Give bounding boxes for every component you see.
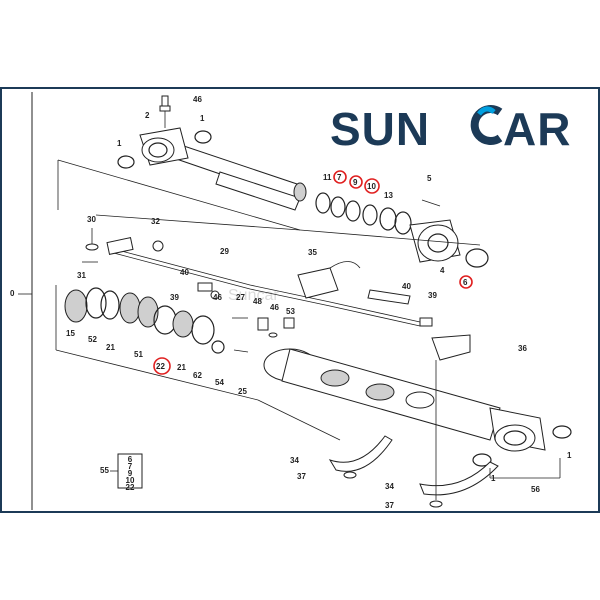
callout-46-top: 46 xyxy=(193,95,202,104)
highlight-22 xyxy=(153,357,171,375)
callout-55: 55 xyxy=(100,466,109,475)
logo-c-icon xyxy=(470,105,503,145)
callout-11: 11 xyxy=(323,173,332,182)
callout-37-left: 37 xyxy=(297,472,306,481)
callout-21-right: 21 xyxy=(177,363,186,372)
highlight-6 xyxy=(459,275,473,289)
seal-kit-top xyxy=(315,192,489,268)
callout-40-right: 40 xyxy=(402,282,411,291)
suncar-logo: SUN AR xyxy=(330,103,571,155)
callout-10: 10 xyxy=(367,182,376,191)
kit-box-item-3: 9 xyxy=(128,469,133,478)
callout-15: 15 xyxy=(66,329,75,338)
callout-25: 25 xyxy=(238,387,247,396)
callout-22: 22 xyxy=(156,362,165,371)
callout-29: 29 xyxy=(220,247,229,256)
watermark: Suncar xyxy=(228,287,279,304)
logo-text-right: AR xyxy=(503,103,571,155)
callout-51: 51 xyxy=(134,350,143,359)
logo-text-left: SUN xyxy=(330,103,430,155)
mounting-bolts xyxy=(82,228,220,300)
callout-37-right: 37 xyxy=(385,501,394,510)
callout-30: 30 xyxy=(87,215,96,224)
seal-kit-box: 6 7 9 10 22 xyxy=(110,453,143,492)
callout-2: 2 xyxy=(145,111,150,120)
kit-box-item-5: 22 xyxy=(126,483,135,492)
callout-labels: 46 2 1 1 11 7 9 10 13 5 4 6 30 32 29 35 … xyxy=(66,95,572,510)
highlighted-parts xyxy=(153,170,473,375)
callout-31: 31 xyxy=(77,271,86,280)
piston-seal-set xyxy=(64,287,295,354)
callout-1-top-right: 1 xyxy=(200,114,205,123)
callout-21-left: 21 xyxy=(106,343,115,352)
callout-40-left: 40 xyxy=(180,268,189,277)
callout-62: 62 xyxy=(193,371,202,380)
callout-34-left: 34 xyxy=(290,456,299,465)
callout-56: 56 xyxy=(531,485,540,494)
callout-39-right: 39 xyxy=(428,291,437,300)
callout-46-mid: 46 xyxy=(213,293,222,302)
callout-1-top-left: 1 xyxy=(117,139,122,148)
callout-34-right: 34 xyxy=(385,482,394,491)
kit-box-item-4: 10 xyxy=(126,476,135,485)
outer-frame xyxy=(0,87,600,513)
assembly-label: 0 xyxy=(10,289,15,298)
cylinder-tube xyxy=(263,348,572,508)
callout-53: 53 xyxy=(286,307,295,316)
kit-box-item-1: 6 xyxy=(128,455,133,464)
callout-4: 4 xyxy=(440,266,445,275)
callout-48: 48 xyxy=(253,297,262,306)
callout-46-pin: 46 xyxy=(270,303,279,312)
callout-1-bottom-left: 1 xyxy=(491,474,496,483)
callout-32: 32 xyxy=(151,217,160,226)
callout-36: 36 xyxy=(518,344,527,353)
highlight-7 xyxy=(333,170,347,184)
callout-6: 6 xyxy=(463,278,468,287)
piston-rod-assembly xyxy=(117,95,307,211)
callout-54: 54 xyxy=(215,378,224,387)
callout-9: 9 xyxy=(353,178,358,187)
highlight-9 xyxy=(349,175,363,189)
hydraulic-pipe xyxy=(106,237,471,361)
callout-35: 35 xyxy=(308,248,317,257)
callout-5: 5 xyxy=(427,174,432,183)
callout-7: 7 xyxy=(337,173,342,182)
callout-52: 52 xyxy=(88,335,97,344)
highlight-10 xyxy=(364,178,380,194)
callout-39-left: 39 xyxy=(170,293,179,302)
callout-13: 13 xyxy=(384,191,393,200)
callout-1-bottom-right: 1 xyxy=(567,451,572,460)
kit-box-item-2: 7 xyxy=(128,462,133,471)
callout-27: 27 xyxy=(236,293,245,302)
